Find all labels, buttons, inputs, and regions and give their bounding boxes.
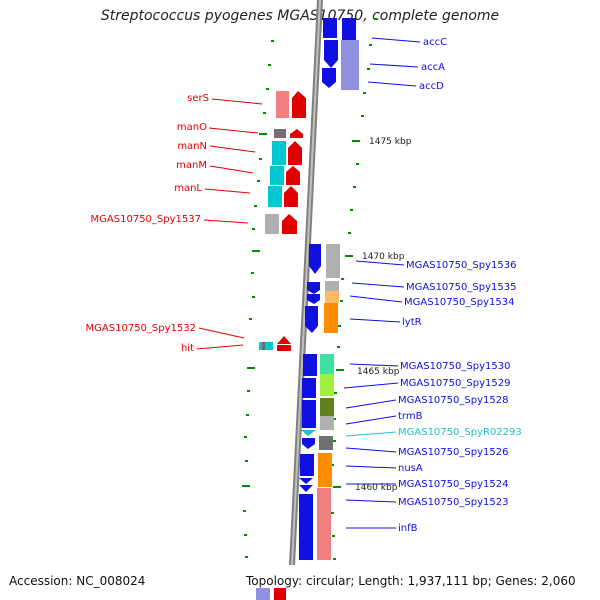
ruler-label-1465: 1465 kbp: [357, 367, 400, 377]
gene-label-spy1536[interactable]: MGAS10750_Spy1536: [406, 260, 516, 271]
gene-label-hit[interactable]: hit: [181, 343, 194, 354]
gene-label-accD[interactable]: accD: [419, 81, 444, 92]
map-title: Streptococcus pyogenes MGAS10750, comple…: [100, 8, 500, 24]
accession-label: Accession: NC_008024: [9, 574, 146, 588]
gene-label-accC[interactable]: accC: [423, 37, 447, 48]
left-gene-labels: serS manO manN manM manL MGAS10750_Spy15…: [86, 93, 209, 354]
major-ticks: [242, 133, 360, 488]
gene-label-spy1529[interactable]: MGAS10750_Spy1529: [400, 378, 510, 389]
topology-label: Topology: circular; Length: 1,937,111 bp…: [246, 574, 576, 588]
man-operon-cluster[interactable]: [265, 91, 306, 234]
gene-label-manO[interactable]: manO: [177, 122, 207, 133]
gene-label-spy1524[interactable]: MGAS10750_Spy1524: [398, 479, 508, 490]
mid-gene-cluster[interactable]: [305, 244, 340, 333]
trna-connector: [345, 431, 397, 437]
ruler-label-1460: 1460 kbp: [355, 483, 398, 493]
ruler-labels: 1475 kbp 1470 kbp 1465 kbp 1460 kbp: [355, 137, 412, 493]
gene-label-trmB[interactable]: trmB: [398, 411, 423, 422]
gene-label-spy1535[interactable]: MGAS10750_Spy1535: [406, 282, 516, 293]
ruler-label-1470: 1470 kbp: [362, 252, 405, 262]
acc-gene-cluster[interactable]: [322, 18, 359, 90]
gene-label-accA[interactable]: accA: [421, 62, 445, 73]
hit-gene-cluster[interactable]: [259, 336, 291, 351]
gene-label-serS[interactable]: serS: [187, 93, 209, 104]
gene-label-spyR02293[interactable]: MGAS10750_SpyR02293: [398, 427, 522, 438]
gene-label-spy1537[interactable]: MGAS10750_Spy1537: [91, 214, 201, 225]
gene-label-infB[interactable]: infB: [398, 523, 418, 534]
gene-label-spy1528[interactable]: MGAS10750_Spy1528: [398, 395, 508, 406]
scale-dots: [243, 18, 377, 560]
gene-label-manL[interactable]: manL: [174, 183, 202, 194]
gene-label-spy1534[interactable]: MGAS10750_Spy1534: [404, 297, 514, 308]
gene-label-spy1523[interactable]: MGAS10750_Spy1523: [398, 497, 508, 508]
label-connectors-right: [343, 37, 421, 529]
gene-label-spy1532[interactable]: MGAS10750_Spy1532: [86, 323, 196, 334]
right-gene-labels: accC accA accD MGAS10750_Spy1536 MGAS107…: [398, 37, 522, 534]
ruler-label-1475: 1475 kbp: [369, 137, 412, 147]
gene-label-spy1530[interactable]: MGAS10750_Spy1530: [400, 361, 510, 372]
gene-label-manM[interactable]: manM: [176, 160, 207, 171]
gene-label-spy1526[interactable]: MGAS10750_Spy1526: [398, 447, 508, 458]
gene-label-lytR[interactable]: lytR: [402, 317, 422, 328]
gene-label-nusA[interactable]: nusA: [398, 463, 423, 474]
gene-label-manN[interactable]: manN: [177, 141, 207, 152]
label-connectors: [196, 98, 263, 350]
